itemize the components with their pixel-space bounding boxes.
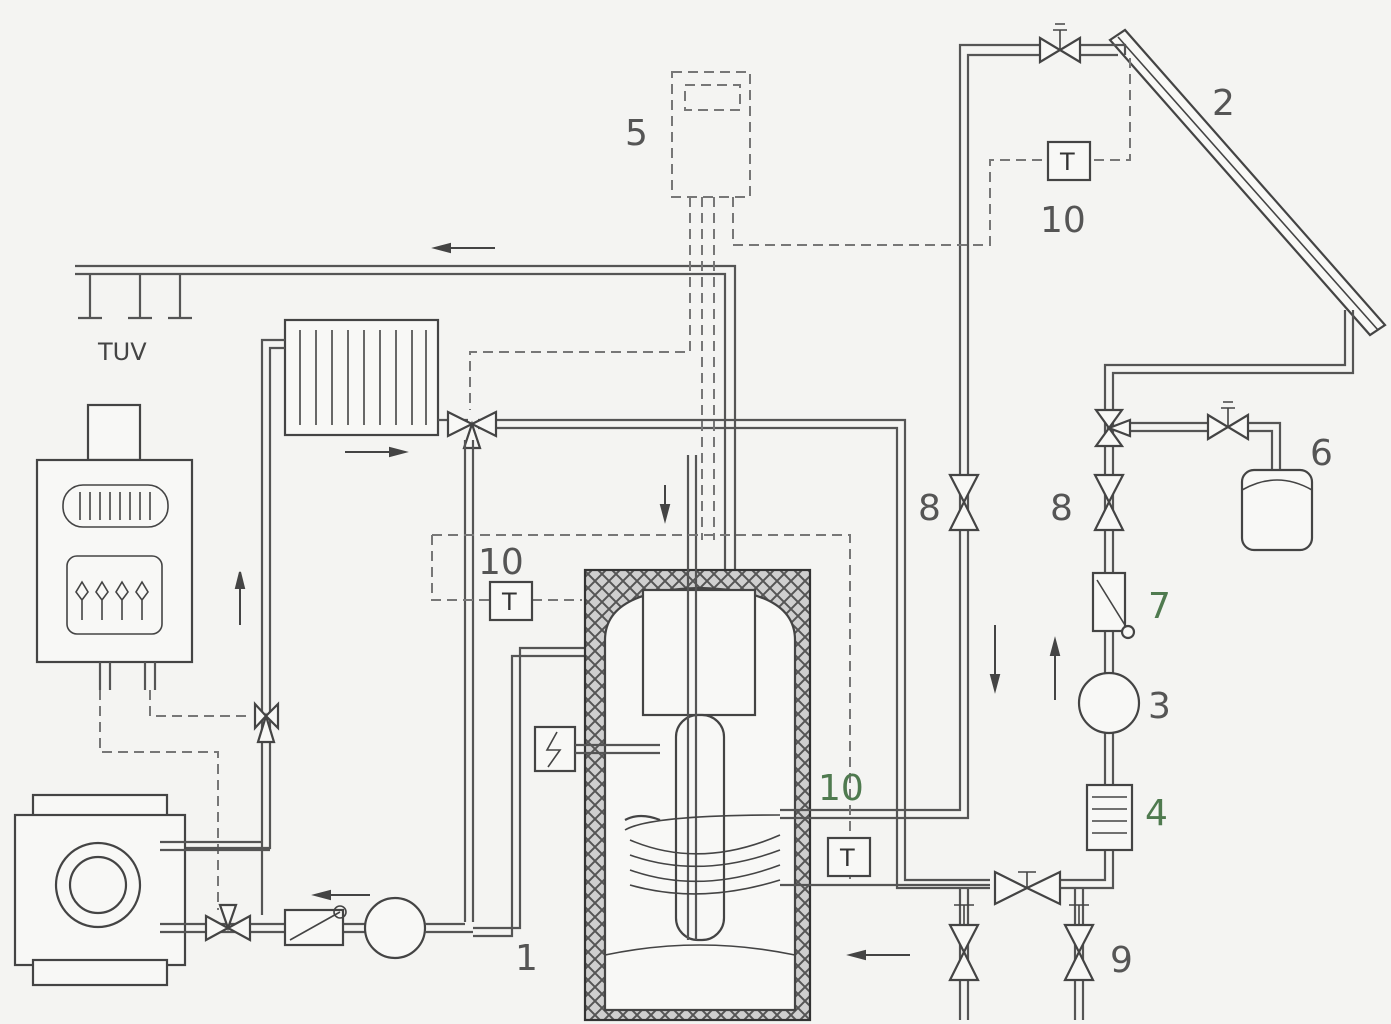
electric-heater [533, 725, 660, 773]
label-3: 3 [1148, 686, 1171, 727]
label-8-left: 8 [918, 488, 941, 529]
three-way-valve-solar [1093, 408, 1132, 448]
solid-fuel-boiler [13, 793, 270, 987]
label-4: 4 [1145, 793, 1168, 834]
label-10-bottom: 10 [818, 768, 864, 809]
temp-sensor-tank-bottom: T [826, 836, 872, 878]
mixing-valve-solid-boiler [204, 903, 252, 942]
label-10-mid: 10 [478, 542, 524, 583]
tuv-hot-water-line [75, 242, 737, 630]
label-10-top: 10 [1040, 200, 1086, 241]
solar-circulation-pump [1077, 671, 1141, 735]
temp-sensor-tank-top: T [488, 580, 534, 622]
flow-meter [1091, 571, 1136, 640]
expansion-valve-branch [1206, 401, 1250, 441]
label-6: 6 [1310, 433, 1333, 474]
label-9: 9 [1110, 940, 1133, 981]
temp-sensor-collector: T [1046, 140, 1092, 182]
stop-valve-8-right [1093, 473, 1125, 532]
drain-valve-left [948, 904, 980, 982]
stop-valve-bottom [993, 870, 1062, 906]
air-vent-valve-top [1038, 23, 1082, 64]
gas-boiler [35, 403, 246, 690]
solar-controller [671, 71, 751, 198]
solar-collector [1108, 28, 1387, 337]
expansion-vessel [1240, 468, 1314, 552]
label-2: 2 [1212, 83, 1235, 124]
label-7: 7 [1148, 586, 1171, 627]
radiator [283, 318, 440, 458]
label-5: 5 [625, 113, 648, 154]
label-1: 1 [515, 938, 538, 979]
t-label-top: T [1059, 148, 1075, 176]
solar-filter [1085, 783, 1134, 852]
circulation-pump-1 [363, 896, 427, 960]
label-8-right: 8 [1050, 488, 1073, 529]
three-way-valve-boiler-line [253, 701, 280, 744]
three-way-valve-radiator [446, 410, 498, 450]
tuv-label: TUV [97, 338, 147, 366]
stop-valve-8-left [948, 473, 980, 532]
filter-return [283, 889, 370, 947]
t-label-mid: T [501, 588, 517, 616]
t-label-bottom: T [839, 844, 855, 872]
hot-water-storage-tank [583, 455, 910, 1022]
drain-valve-right [1063, 904, 1095, 982]
